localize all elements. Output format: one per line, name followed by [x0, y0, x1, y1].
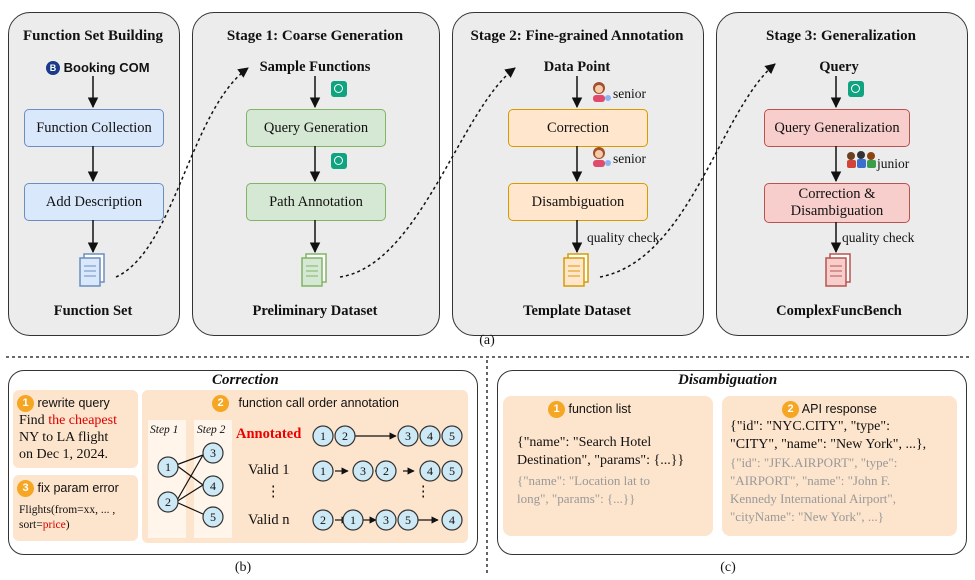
function-call-order-header: 2 function call order annotation [212, 395, 399, 412]
api-response-line1: {"id": "NYC.CITY", "type": [730, 419, 891, 434]
fix-param-header: 3 fix param error [17, 480, 119, 497]
function-call-order-title: function call order annotation [238, 395, 400, 410]
booking-logo-icon: B [46, 60, 60, 75]
valid1-label: Valid 1 [248, 462, 290, 478]
senior-label-2: senior [613, 151, 646, 166]
junior-label: junior [877, 156, 910, 171]
chatgpt-icon [331, 153, 347, 169]
api-response-gray1: {"id": "JFK.AIRPORT", "type": [730, 455, 898, 470]
function-list-title: function list [568, 401, 632, 416]
query-label: Query [819, 59, 859, 75]
function-list-line2: Destination", "params": {...}} [517, 453, 685, 468]
add-description-box: Add Description [24, 183, 164, 221]
function-list-line1: {"name": "Search Hotel [517, 435, 652, 450]
rewrite-text-find: Find [19, 413, 49, 428]
rewrite-text-cheapest: the cheapest [48, 413, 117, 428]
step2-column [194, 420, 232, 538]
caption-b: (b) [234, 560, 252, 575]
fix-param-text: Flights(from=xx, ... , sort=price) [19, 503, 115, 533]
rewrite-query-text: Find the cheapest NY to LA flight on Dec… [19, 412, 117, 463]
panel0-title: Function Set Building [22, 28, 164, 44]
panel3-title: Stage 3: Generalization [766, 28, 916, 44]
fix-param-price: price [42, 519, 66, 531]
function-collection-box: Function Collection [24, 109, 164, 147]
step-number-badge: 1 [17, 395, 34, 412]
step1-label: Step 1 [150, 424, 179, 436]
step-number-badge: 2 [212, 395, 229, 412]
api-response-gray4: "cityName": "New York", ...} [730, 509, 884, 524]
api-response-gray3: Kennedy International Airport", [730, 491, 896, 506]
annotated-label: Annotated [236, 426, 302, 442]
correction-disambiguation-line2: Disambiguation [790, 203, 884, 219]
api-response-text: {"id": "NYC.CITY", "type": "CITY", "name… [730, 418, 926, 526]
rewrite-query-title: rewrite query [37, 395, 110, 410]
step-number-badge: 1 [548, 401, 565, 418]
disambiguation-title: Disambiguation [678, 372, 778, 388]
chatgpt-icon [331, 81, 347, 97]
data-point-label: Data Point [543, 59, 611, 75]
sample-functions-label: Sample Functions [259, 59, 371, 75]
caption-a: (a) [479, 333, 495, 348]
fix-param-line1: Flights(from=xx, ... , [19, 504, 116, 516]
caption-c: (c) [720, 560, 736, 575]
path-annotation-box: Path Annotation [246, 183, 386, 221]
vdots-label: ⋮ [416, 484, 431, 500]
step1-column [148, 420, 186, 538]
correction-title: Correction [212, 372, 279, 388]
fix-param-sort: sort= [19, 519, 43, 531]
panel1-title: Stage 1: Coarse Generation [226, 28, 404, 44]
validn-label: Valid n [248, 512, 290, 528]
query-generalization-box: Query Generalization [764, 109, 910, 147]
api-response-line2: "CITY", "name": "New York", ...}, [730, 437, 927, 452]
query-generation-box: Query Generation [246, 109, 386, 147]
function-list-text: {"name": "Search Hotel Destination", "pa… [517, 434, 684, 508]
function-list-gray2: long", "params": {...}} [517, 491, 636, 506]
api-response-title: API response [801, 401, 877, 416]
step2-label: Step 2 [197, 424, 226, 436]
preliminary-dataset-label: Preliminary Dataset [252, 303, 378, 319]
rewrite-query-header: 1 rewrite query [17, 395, 110, 412]
rewrite-text-line3: on Dec 1, 2024. [19, 447, 109, 462]
booking-logo-text: Booking COM [63, 60, 150, 76]
function-call-order-card [142, 390, 468, 543]
step-number-badge: 2 [782, 401, 799, 418]
fix-param-title: fix param error [37, 480, 119, 495]
disambiguation-box: Disambiguation [508, 183, 648, 221]
quality-check-label-3: quality check [842, 230, 915, 245]
rewrite-text-line2: NY to LA flight [19, 430, 109, 445]
fix-param-close: ) [65, 519, 70, 531]
correction-disambiguation-line1: Correction & [798, 186, 876, 203]
booking-logo: B Booking COM [46, 59, 150, 75]
function-list-gray1: {"name": "Location lat to [517, 473, 650, 488]
api-response-card [722, 396, 957, 536]
senior-label-1: senior [613, 86, 646, 101]
complexfuncbench-label: ComplexFuncBench [776, 303, 902, 319]
correction-disambiguation-box: Correction & Disambiguation [764, 183, 910, 223]
api-response-header: 2 API response [782, 401, 877, 418]
correction-box: Correction [508, 109, 648, 147]
chatgpt-icon [848, 81, 864, 97]
function-list-header: 1 function list [548, 401, 631, 418]
api-response-gray2: "AIRPORT", "name": "John F. [730, 473, 891, 488]
template-dataset-label: Template Dataset [523, 303, 631, 319]
function-list-card [503, 396, 713, 536]
panel2-title: Stage 2: Fine-grained Annotation [470, 28, 684, 44]
quality-check-label-2: quality check [587, 230, 660, 245]
step-number-badge: 3 [17, 480, 34, 497]
function-set-label: Function Set [53, 303, 133, 319]
vdots-label: ⋮ [266, 484, 281, 500]
